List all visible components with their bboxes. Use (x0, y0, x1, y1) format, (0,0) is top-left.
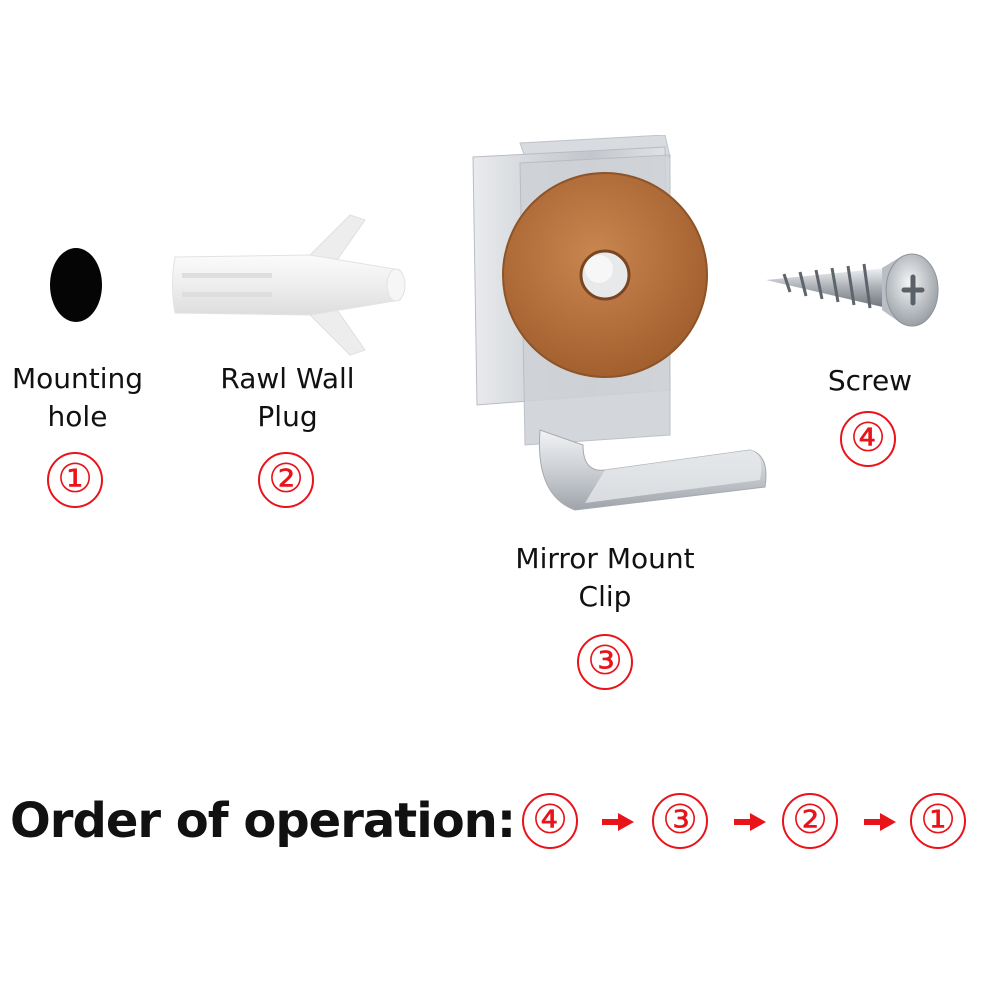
order-step-3: ③ (652, 793, 708, 849)
order-step-1: ① (910, 793, 966, 849)
label-mounting-hole: Mounting hole (0, 360, 155, 436)
label-line: Mirror Mount (515, 542, 695, 575)
arrow-right-icon (602, 813, 634, 831)
label-line: hole (47, 400, 108, 433)
label-wall-plug: Rawl Wall Plug (200, 360, 375, 436)
screw-icon (762, 250, 942, 335)
badge-1: ① (47, 452, 103, 508)
order-step-4: ④ (522, 793, 578, 849)
label-line: Mounting (11, 362, 144, 395)
mirror-clip-icon (465, 134, 775, 530)
label-line: Plug (257, 400, 318, 433)
arrow-right-icon (734, 813, 766, 831)
badge-2: ② (258, 452, 314, 508)
badge-3: ③ (577, 634, 633, 690)
label-line: Screw (827, 364, 913, 397)
wall-plug-icon (160, 205, 410, 365)
mounting-hole-icon (48, 245, 104, 325)
label-screw: Screw (800, 362, 940, 400)
arrow-right-icon (864, 813, 896, 831)
order-title: Order of operation: (10, 793, 516, 849)
label-mirror-clip: Mirror Mount Clip (480, 540, 730, 616)
badge-4: ④ (840, 411, 896, 467)
label-line: Rawl Wall (220, 362, 355, 395)
order-step-2: ② (782, 793, 838, 849)
label-line: Clip (578, 580, 632, 613)
